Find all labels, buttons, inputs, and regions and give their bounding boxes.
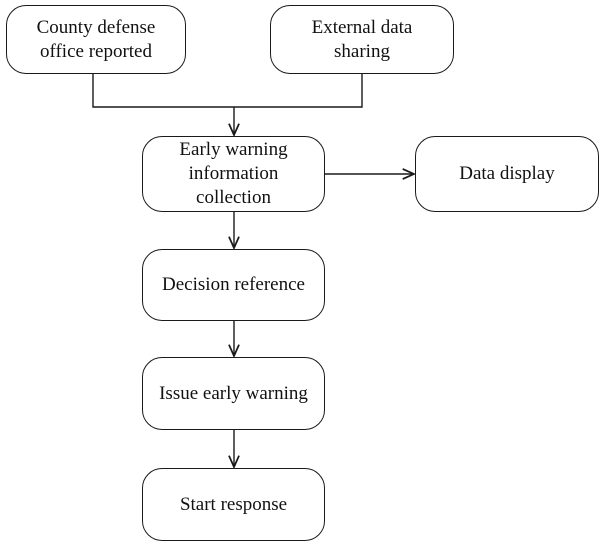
node-decision-reference: Decision reference <box>142 249 325 321</box>
node-label: County defense office reported <box>37 16 156 64</box>
node-start-response: Start response <box>142 468 325 541</box>
node-early-warning-collection: Early warning information collection <box>142 136 325 212</box>
node-label-line: collection <box>196 187 271 208</box>
node-label: Start response <box>180 493 287 517</box>
node-label-line: sharing <box>334 40 390 62</box>
node-label-line: Early warning <box>179 139 288 160</box>
node-label-line: Start response <box>179 493 288 515</box>
node-label: Issue early warning <box>159 382 308 406</box>
node-label-line: External data <box>311 16 413 38</box>
node-label-line: office reported <box>39 40 152 62</box>
node-label: External data sharing <box>312 16 413 64</box>
merge-connector <box>92 74 363 108</box>
node-label-line: Decision reference <box>162 274 305 295</box>
node-label-line: County defense <box>36 16 156 38</box>
node-label-line: information <box>188 163 279 184</box>
node-label: Decision reference <box>162 273 305 297</box>
node-label: Data display <box>459 162 555 186</box>
node-label-line: Data display <box>459 163 555 184</box>
node-data-display: Data display <box>415 136 599 212</box>
node-label-line: Issue early warning <box>159 382 308 404</box>
node-issue-early-warning: Issue early warning <box>142 357 325 430</box>
node-label: Early warning information collection <box>179 138 287 210</box>
node-county-defense-office: County defense office reported <box>6 5 186 74</box>
node-external-data-sharing: External data sharing <box>270 5 454 74</box>
